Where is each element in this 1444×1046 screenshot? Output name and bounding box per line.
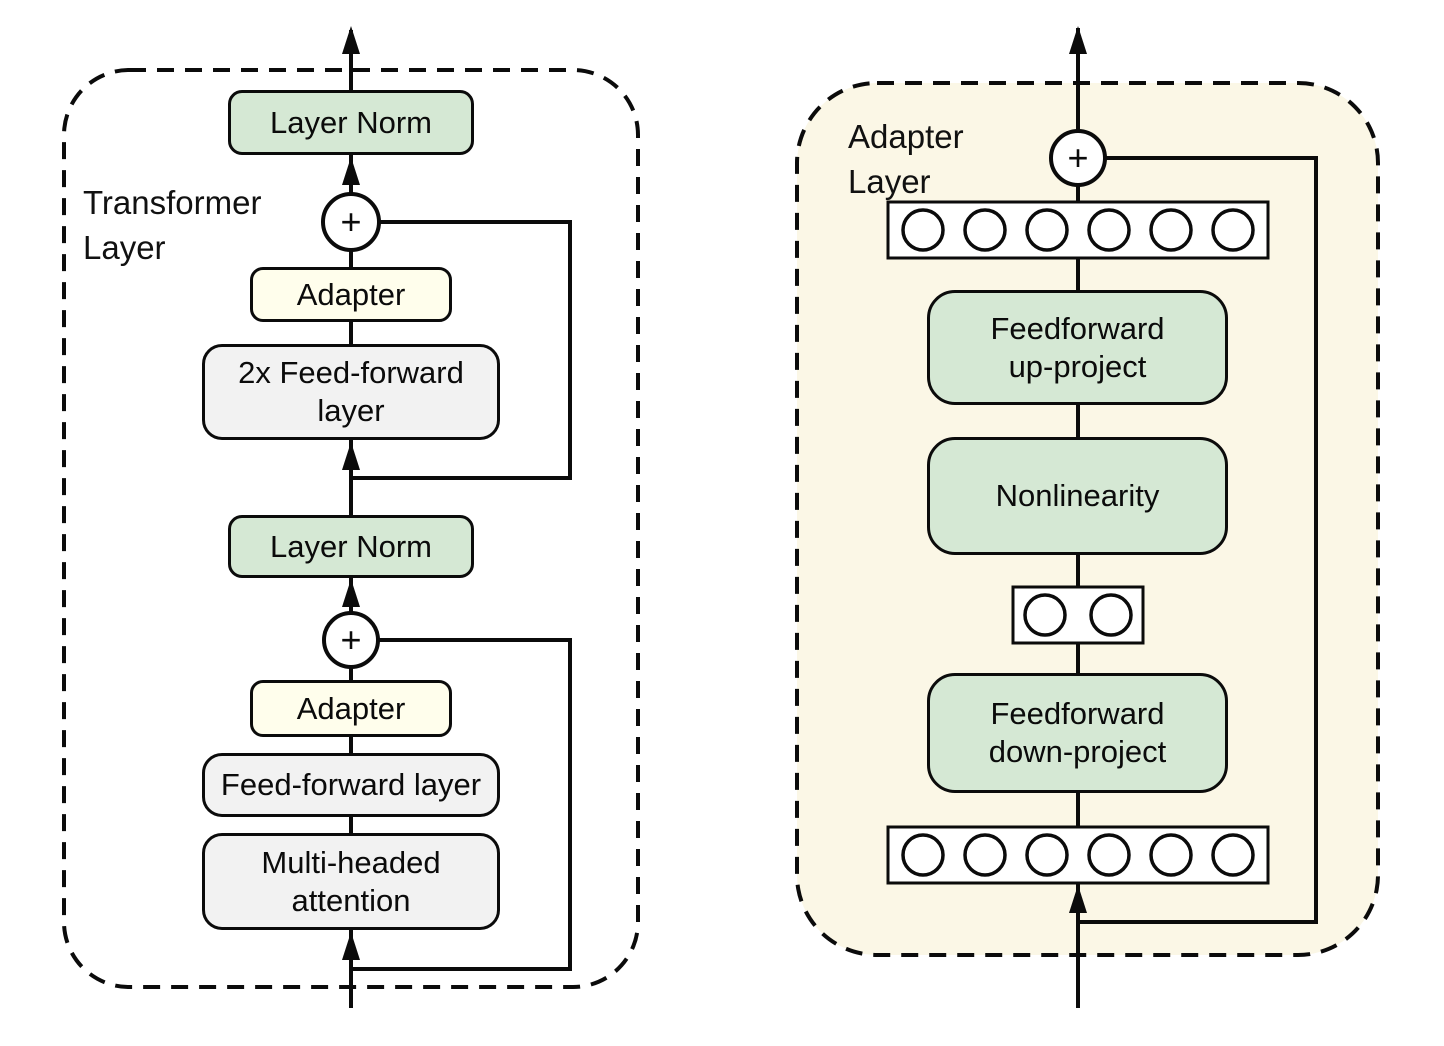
unit-circle [1087,208,1131,252]
right-skip-connection [1078,156,1318,924]
adapter-output-feature-row [886,825,1270,885]
feed-forward-2x-box: 2x Feed-forward layer [202,344,500,440]
left-upper-skip-connection [351,220,572,480]
left-upper-plus-sign: + [340,201,362,242]
unit-circle [963,208,1007,252]
unit-circle [1025,833,1069,877]
unit-circle [1149,833,1193,877]
right-add-circle [1049,129,1107,187]
left-feedforward2x-arrowhead [342,442,360,470]
left-layernorm-bottom-arrowhead [342,579,360,607]
left-upper-add-circle [321,192,381,252]
unit-circle [1087,833,1131,877]
unit-circle [963,833,1007,877]
feed-forward-layer-box: Feed-forward layer [202,753,500,817]
unit-circle [1089,593,1133,637]
right-output-arrowhead [1069,26,1087,54]
multi-headed-attention-box: Multi-headed attention [202,833,500,930]
right-input-arrowhead [1069,885,1087,913]
unit-circle [1149,208,1193,252]
adapter-bottleneck-feature-row [1011,585,1145,645]
adapter-top-box: Adapter [250,267,452,322]
left-lower-plus-sign: + [340,619,362,660]
layer-norm-bottom-box: Layer Norm [228,515,474,578]
unit-circle [901,833,945,877]
unit-circle [1025,208,1069,252]
left-lower-skip-connection [351,638,572,971]
unit-circle [1211,833,1255,877]
adapter-layer-label: Adapter Layer [848,118,964,200]
unit-circle [1211,208,1255,252]
unit-circle [1023,593,1067,637]
unit-circle [901,208,945,252]
left-attention-input-arrowhead [342,932,360,960]
feature-row-box [886,825,1270,885]
left-lower-add-circle [322,611,380,669]
left-layernorm-top-arrowhead [342,157,360,185]
feedforward-down-project-box: Feedforward down-project [927,673,1228,793]
feedforward-up-project-box: Feedforward up-project [927,290,1228,405]
adapter-input-feature-row [886,200,1270,260]
transformer-layer-label: Transformer Layer [83,184,262,266]
left-output-arrowhead [342,26,360,54]
feature-row-box [886,200,1270,260]
right-plus-sign: + [1067,137,1089,178]
adapter-bottom-box: Adapter [250,680,452,737]
layer-norm-top-box: Layer Norm [228,90,474,155]
nonlinearity-box: Nonlinearity [927,437,1228,555]
